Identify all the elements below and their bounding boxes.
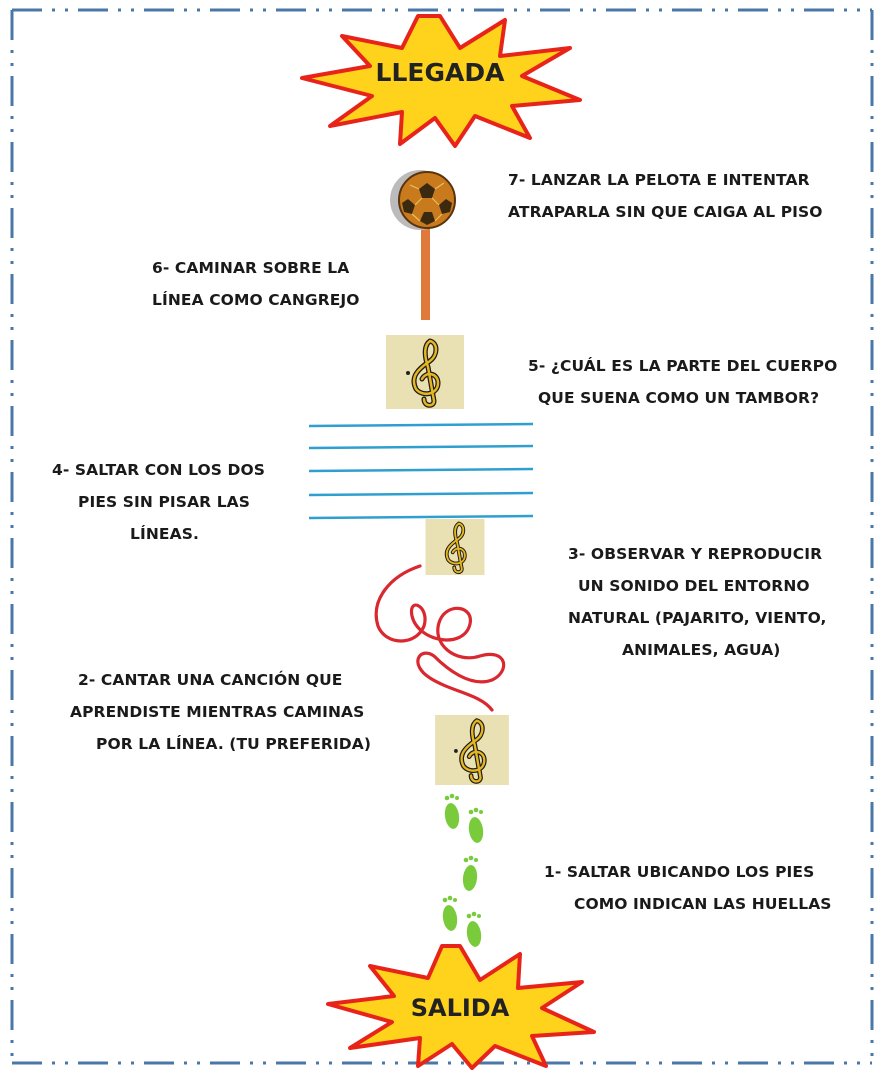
squiggle-line [374, 564, 506, 712]
finish-label: LLEGADA [375, 58, 505, 87]
step-3-line-1: 3- OBSERVAR Y REPRODUCIR [568, 545, 823, 563]
ball-icon [390, 170, 456, 320]
start-label: SALIDA [410, 994, 510, 1022]
step-6-line-2: LÍNEA COMO CANGREJO [152, 291, 360, 309]
step-4-line-2: PIES SIN PISAR LAS [78, 493, 251, 511]
step-7-text: 7- LANZAR LA PELOTA E INTENTAR ATRAPARLA… [508, 164, 823, 228]
step-1-text: 1- SALTAR UBICANDO LOS PIES COMO INDICAN… [544, 856, 832, 920]
step-2-line-1: 2- CANTAR UNA CANCIÓN QUE [78, 671, 343, 689]
start-burst [326, 944, 596, 1070]
step-3-line-3: NATURAL (PAJARITO, VIENTO, [568, 609, 827, 627]
step-3-text: 3- OBSERVAR Y REPRODUCIR UN SONIDO DEL E… [568, 538, 827, 666]
finish-burst [300, 14, 582, 148]
step-2-line-3: POR LA LÍNEA. (TU PREFERIDA) [96, 735, 372, 753]
step-4-text: 4- SALTAR CON LOS DOS PIES SIN PISAR LAS… [52, 454, 265, 550]
step-5-line-1: 5- ¿CUÁL ES LA PARTE DEL CUERPO [528, 357, 838, 375]
step-4-line-3: LÍNEAS. [130, 525, 199, 543]
treble-clef-icon [425, 519, 485, 575]
step-4-line-1: 4- SALTAR CON LOS DOS [52, 461, 266, 479]
step-1-line-2: COMO INDICAN LAS HUELLAS [574, 895, 832, 913]
step-2-text: 2- CANTAR UNA CANCIÓN QUE APRENDISTE MIE… [70, 664, 371, 760]
step-3-line-4: ANIMALES, AGUA) [622, 641, 781, 659]
parallel-lines [308, 422, 534, 520]
step-1-line-1: 1- SALTAR UBICANDO LOS PIES [544, 863, 815, 881]
step-7-line-2: ATRAPARLA SIN QUE CAIGA AL PISO [508, 203, 823, 221]
step-3-line-2: UN SONIDO DEL ENTORNO [578, 577, 810, 595]
step-5-text: 5- ¿CUÁL ES LA PARTE DEL CUERPO QUE SUEN… [528, 350, 837, 414]
step-2-line-2: APRENDISTE MIENTRAS CAMINAS [70, 703, 365, 721]
footprints-icon [442, 793, 484, 947]
step-5-line-2: QUE SUENA COMO UN TAMBOR? [538, 389, 820, 407]
treble-clef-icon [386, 335, 464, 409]
step-6-text: 6- CAMINAR SOBRE LA LÍNEA COMO CANGREJO [152, 252, 360, 316]
step-6-line-1: 6- CAMINAR SOBRE LA [152, 259, 350, 277]
step-7-line-1: 7- LANZAR LA PELOTA E INTENTAR [508, 171, 810, 189]
treble-clef-icon [435, 715, 509, 785]
